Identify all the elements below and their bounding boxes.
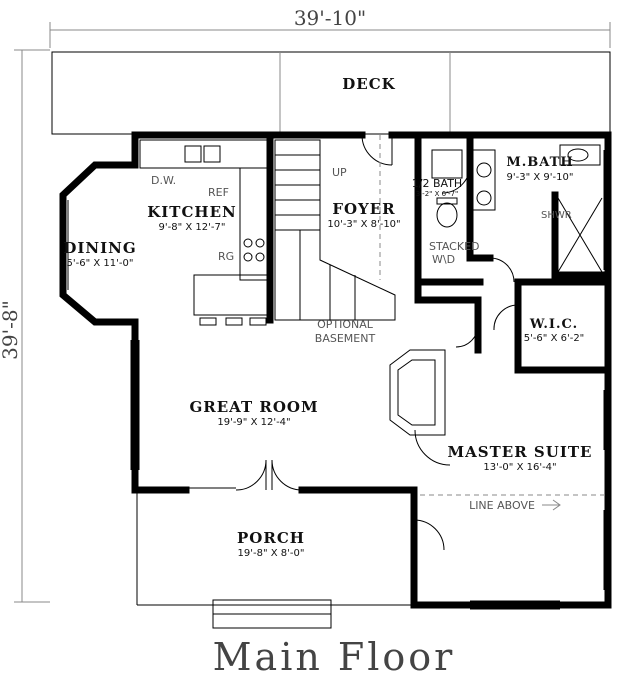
line-above-arrow xyxy=(542,499,561,511)
width-dimension: 39'-10" xyxy=(49,6,611,48)
line-above-label: LINE ABOVE xyxy=(469,499,535,512)
porch xyxy=(136,492,412,629)
kitchen-dims: 9'-8" X 12'-7" xyxy=(159,222,226,233)
foyer-label: FOYER xyxy=(332,200,395,218)
foyer-dims: 10'-3" X 8'-10" xyxy=(327,219,400,230)
porch-dims: 19'-8" X 8'-0" xyxy=(238,548,305,559)
optional-label: OPTIONAL xyxy=(317,318,374,331)
basement-label: BASEMENT xyxy=(315,332,376,345)
dishwasher-label: D.W. xyxy=(151,174,176,187)
fireplace xyxy=(389,349,446,436)
kitchen-fixtures xyxy=(139,139,269,326)
half-bath-fixtures xyxy=(431,149,463,228)
dining-label: DINING xyxy=(63,239,136,257)
deck xyxy=(51,51,611,135)
dining-dims: 5'-6" X 11'-0" xyxy=(67,258,134,269)
width-label: 39'-10" xyxy=(294,6,366,30)
depth-label: 39'-8" xyxy=(0,300,22,360)
wic-dims: 5'-6" X 6'-2" xyxy=(524,333,585,344)
washer-dryer-label: W\D xyxy=(432,253,455,266)
half-bath-label: 1/2 BATH xyxy=(412,177,462,190)
stairs xyxy=(274,135,396,321)
master-bath-fixtures xyxy=(472,144,603,273)
stacked-label: STACKED xyxy=(429,240,480,253)
range-label: RG xyxy=(218,250,234,263)
master-bath-dims: 9'-3" X 9'-10" xyxy=(507,172,574,183)
walls xyxy=(59,131,612,609)
half-bath-dims: 3'-2" X 6'-7" xyxy=(416,190,458,198)
depth-dimension: 39'-8" xyxy=(0,49,50,603)
page-title: Main Floor xyxy=(213,635,456,675)
master-bath-label: M.BATH xyxy=(506,155,573,170)
doors xyxy=(186,134,519,551)
refrigerator-label: REF xyxy=(208,186,229,199)
great-room-dims: 19'-9" X 12'-4" xyxy=(217,417,290,428)
master-suite-label: MASTER SUITE xyxy=(448,443,593,461)
windows xyxy=(67,150,605,610)
great-room-label: GREAT ROOM xyxy=(189,398,318,416)
porch-label: PORCH xyxy=(237,529,305,547)
stair-up-label: UP xyxy=(332,166,347,179)
kitchen-label: KITCHEN xyxy=(147,203,236,221)
deck-label: DECK xyxy=(342,75,395,93)
wic-label: W.I.C. xyxy=(529,317,578,332)
master-suite-dims: 13'-0" X 16'-4" xyxy=(483,462,556,473)
shower-label: SHWR xyxy=(541,210,572,221)
